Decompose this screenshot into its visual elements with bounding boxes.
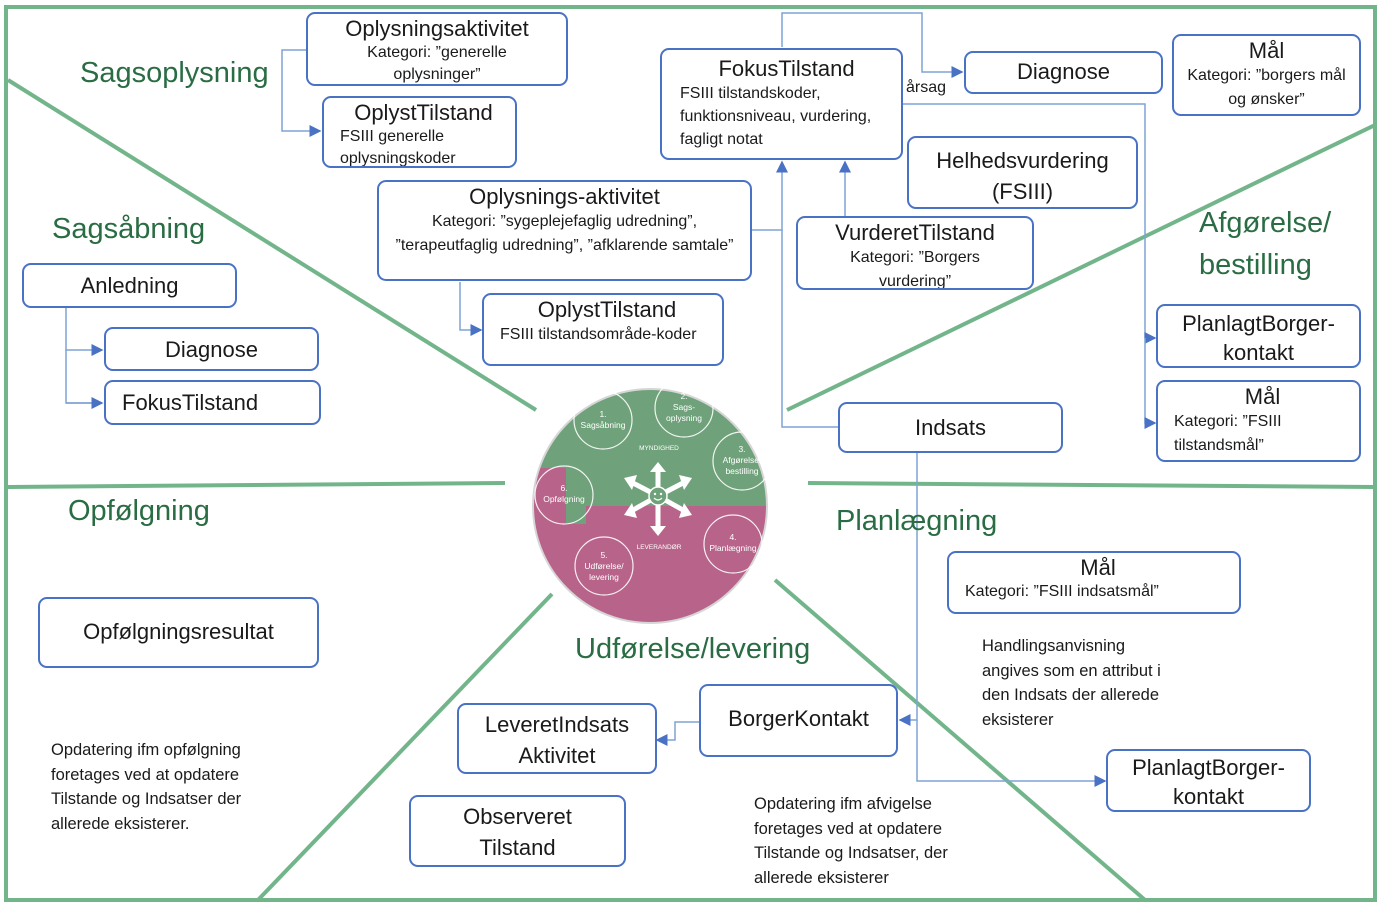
wheel-step-5-num: 5.	[600, 550, 607, 560]
box-title: Mål	[1080, 555, 1116, 580]
box-subtitle: Kategori: ”generelle oplysninger”	[367, 44, 507, 83]
wheel-step-3-num: 3.	[738, 444, 745, 454]
wheel-step-5-label2: levering	[589, 572, 619, 582]
box-line2: Aktivitet	[518, 743, 596, 768]
box-line2: Tilstand	[479, 835, 556, 860]
heading-afgorelse-line1: Afgørelse/	[1199, 207, 1332, 239]
box-fokustilstand-top: FokusTilstand FSIII tilstandskoder, funk…	[660, 48, 903, 160]
box-maal-borgers: Mål Kategori: ”borgers mål og ønsker”	[1172, 34, 1361, 116]
wheel-step-6-num: 6.	[560, 483, 567, 493]
box-planlagt-borgerkontakt-1: PlanlagtBorger- kontakt	[1156, 304, 1361, 368]
wheel-step-1-label: Sagsåbning	[581, 420, 626, 430]
heading-afgorelse-line2: bestilling	[1199, 249, 1312, 281]
box-subtitle: Kategori: ”sygeplejefaglig udredning”, ”…	[395, 213, 734, 254]
wheel-step-3-label2: bestilling	[725, 466, 758, 476]
box-title: BorgerKontakt	[728, 706, 869, 731]
box-maal-indsatsmaal: Mål Kategori: ”FSIII indsatsmål”	[947, 551, 1241, 614]
heading-sagsaabning: Sagsåbning	[52, 213, 206, 245]
box-opfolgningsresultat: Opfølgningsresultat	[38, 597, 319, 668]
box-line2: kontakt	[1173, 784, 1244, 809]
box-title: Opfølgningsresultat	[83, 619, 274, 644]
box-title: FokusTilstand	[122, 390, 259, 415]
box-leveret-indsats-aktivitet: LeveretIndsats Aktivitet	[457, 703, 657, 774]
box-borgerkontakt: BorgerKontakt	[699, 684, 898, 757]
box-title: FokusTilstand	[718, 56, 855, 81]
heading-opfolgning: Opfølgning	[68, 495, 210, 527]
box-title: Diagnose	[165, 337, 258, 362]
box-title: Diagnose	[1017, 59, 1110, 84]
note-afvigelse: Opdatering ifm afvigelse foretages ved a…	[754, 795, 948, 887]
box-planlagt-borgerkontakt-2: PlanlagtBorger- kontakt	[1106, 749, 1311, 812]
wheel-step-3-label1: Afgørelse/	[723, 455, 762, 465]
box-title: VurderetTilstand	[835, 220, 995, 245]
box-subtitle: FSIII tilstandsområde-koder	[500, 326, 697, 343]
wheel-step-4-num: 4.	[729, 532, 736, 542]
box-line2: kontakt	[1223, 340, 1294, 365]
box-title: Mål	[1248, 38, 1285, 63]
wheel-step-4-label: Planlægning	[709, 543, 757, 553]
note-opfolgning: Opdatering ifm opfølgning foretages ved …	[51, 741, 242, 833]
outer-frame	[4, 5, 1377, 902]
box-oplyst-tilstand-omraade: OplystTilstand FSIII tilstandsområde-kod…	[482, 293, 724, 366]
note-handlingsanvisning: Handlingsanvisning angives som en attrib…	[982, 637, 1161, 729]
wheel-step-5-label1: Udførelse/	[584, 561, 624, 571]
box-oplysningsaktivitet-generelle: Oplysningsaktivitet Kategori: ”generelle…	[306, 12, 568, 86]
box-title: Mål	[1244, 384, 1281, 409]
box-subtitle: Kategori: ”Borgers vurdering”	[850, 249, 980, 290]
box-line1: Helhedsvurdering	[936, 148, 1109, 173]
box-helhedsvurdering: Helhedsvurdering (FSIII)	[907, 136, 1138, 209]
process-wheel: MYNDIGHED LEVERANDØR 1. Sagsåbning 2. Sa…	[532, 378, 772, 624]
wheel-step-2-label1: Sags-	[673, 402, 695, 412]
box-vurderet-tilstand: VurderetTilstand Kategori: ”Borgers vurd…	[796, 216, 1034, 290]
box-oplyst-tilstand-generelle: OplystTilstand FSIII generelle oplysning…	[322, 96, 517, 168]
box-line1: PlanlagtBorger-	[1182, 311, 1335, 336]
wheel-step-6-label: Opfølgning	[543, 494, 585, 504]
box-anledning: Anledning	[22, 263, 237, 308]
wheel-myndighed: MYNDIGHED	[639, 445, 679, 452]
box-diagnose-top: Diagnose	[964, 51, 1163, 94]
box-fokustilstand-left: FokusTilstand	[104, 380, 321, 425]
box-observeret-tilstand: Observeret Tilstand	[409, 795, 626, 867]
box-maal-tilstandsmaal: Mål Kategori: ”FSIII tilstandsmål”	[1156, 380, 1361, 462]
wheel-step-2-label2: oplysning	[666, 413, 702, 423]
box-diagnose-left: Diagnose	[104, 327, 319, 371]
wheel-step-2-num: 2.	[680, 391, 687, 401]
connectors	[65, 12, 1157, 787]
wheel-leverandor: LEVERANDØR	[637, 544, 682, 551]
box-oplysnings-aktivitet-udredning: Oplysnings-aktivitet Kategori: ”sygeplej…	[377, 180, 752, 281]
box-subtitle: Kategori: ”FSIII tilstandsmål”	[1174, 413, 1282, 454]
box-title: OplystTilstand	[537, 297, 677, 322]
box-line1: Observeret	[463, 804, 572, 829]
box-indsats: Indsats	[838, 402, 1063, 453]
box-subtitle: FSIII generelle oplysningskoder	[340, 128, 456, 167]
box-subtitle: FSIII tilstandskoder, funktionsniveau, v…	[680, 85, 872, 148]
box-subtitle: Kategori: ”FSIII indsatsmål”	[965, 583, 1159, 600]
heading-sagsoplysning: Sagsoplysning	[80, 57, 269, 89]
box-title: OplystTilstand	[354, 100, 493, 125]
wheel-step-1-num: 1.	[599, 409, 606, 419]
box-subtitle: Kategori: ”borgers mål og ønsker”	[1187, 67, 1346, 108]
box-line2: (FSIII)	[991, 179, 1054, 204]
box-title: Anledning	[80, 273, 179, 298]
box-line1: PlanlagtBorger-	[1132, 755, 1285, 780]
box-title: Oplysningsaktivitet	[345, 16, 529, 41]
box-line1: LeveretIndsats	[484, 712, 630, 737]
heading-planlaegning: Planlægning	[836, 505, 998, 537]
label-aarsag: årsag	[906, 79, 947, 96]
heading-udforelse: Udførelse/levering	[575, 633, 811, 665]
box-title: Oplysnings-aktivitet	[469, 184, 660, 209]
box-title: Indsats	[915, 415, 986, 440]
sector-dividers	[6, 78, 1376, 902]
